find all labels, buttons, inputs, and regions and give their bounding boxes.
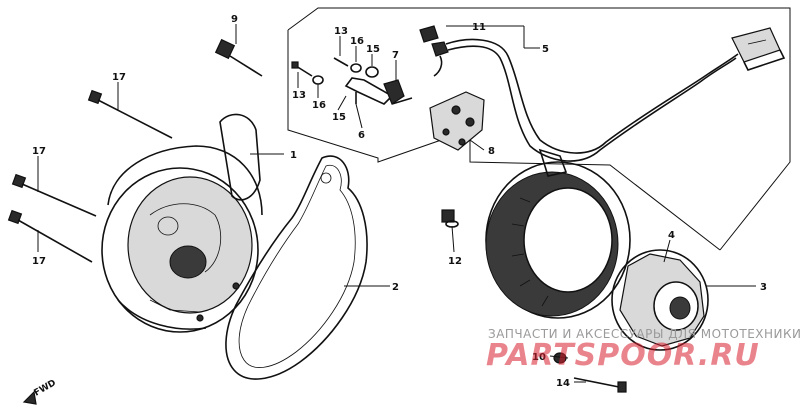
callout-11: 11 [472, 22, 486, 33]
brush-holder-6 [344, 77, 394, 105]
wire-connector [731, 27, 786, 71]
callout-15-lower: 15 [332, 112, 346, 123]
cover-gasket [225, 155, 368, 380]
terminal-11-lower [431, 41, 449, 77]
fwd-direction-marker: FWD [22, 378, 58, 405]
washer-16-left [312, 75, 324, 85]
wire-harness-secondary [445, 38, 739, 154]
callout-8: 8 [488, 146, 495, 157]
callout-5: 5 [542, 44, 549, 55]
callout-16-upper: 16 [350, 36, 364, 47]
wire-harness [447, 45, 737, 162]
subassembly-frame-lower [287, 30, 721, 251]
washer-16-center [350, 63, 362, 73]
callout-15-upper: 15 [366, 44, 380, 55]
callout-9: 9 [231, 14, 238, 25]
bolt-17-lower [7, 209, 93, 263]
callout-numbers: 9 17 17 17 1 2 13 16 15 7 13 16 15 6 8 1… [32, 14, 767, 389]
callout-16-lower: 16 [312, 100, 326, 111]
rectifier-8 [429, 91, 485, 151]
cover-gasket-inner [238, 164, 356, 368]
callout-17-upper: 17 [112, 72, 126, 83]
bolt-9 [214, 38, 263, 77]
leader-lines [37, 24, 756, 383]
bolt-12 [441, 209, 459, 228]
callout-17-lower: 17 [32, 256, 46, 267]
stator-3 [485, 148, 631, 319]
callout-13-lower: 13 [292, 90, 306, 101]
screw-13-center [333, 57, 349, 67]
watermark-subtitle: ЗАПЧАСТИ И АКСЕССУАРЫ ДЛЯ МОТОТЕХНИКИ [488, 327, 800, 341]
screw-13-left [291, 61, 313, 77]
callout-1: 1 [290, 150, 297, 161]
fwd-label: FWD [33, 378, 58, 398]
callout-3: 3 [760, 282, 767, 293]
callout-6: 6 [358, 130, 365, 141]
bolt-17-middle [11, 173, 97, 217]
callout-14: 14 [556, 378, 570, 389]
bolt-17-upper [87, 89, 173, 139]
subassembly-frame [287, 7, 791, 251]
watermark-logo: PARTSPOOR.RU [486, 338, 760, 373]
rotor-4 [611, 249, 709, 351]
brush-7 [383, 79, 413, 105]
generator-cover [101, 113, 263, 333]
callout-2: 2 [392, 282, 399, 293]
callout-17-middle: 17 [32, 146, 46, 157]
callout-13-upper: 13 [334, 26, 348, 37]
callout-12: 12 [448, 256, 462, 267]
terminal-11-upper [419, 25, 439, 43]
callout-4: 4 [668, 230, 675, 241]
callout-10: 10 [532, 352, 546, 363]
washer-15 [365, 66, 379, 78]
bolt-14 [573, 377, 627, 393]
callout-7: 7 [392, 50, 399, 61]
